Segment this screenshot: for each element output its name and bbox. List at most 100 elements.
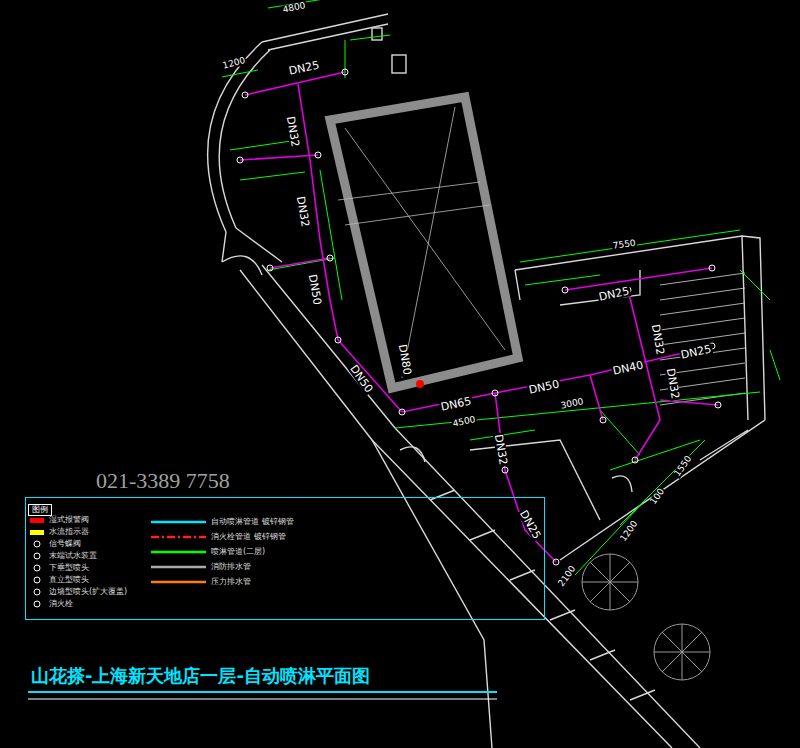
legend-row: 末端试水装置 (30, 552, 97, 560)
pipe-size-label: DN25 (287, 59, 321, 77)
sprinkler-head (315, 152, 321, 158)
legend-text: 直立型喷头 (49, 576, 89, 584)
legend-line-sample (151, 579, 206, 585)
legend-symbol (34, 577, 40, 583)
pipe-size-label: DN32 (295, 195, 312, 229)
sprinkler-head (342, 69, 348, 75)
legend-swatch (30, 530, 44, 535)
legend-text: 自动喷淋管道 镀锌钢管 (211, 518, 294, 526)
legend-symbol (30, 564, 44, 572)
pipe-size-label: DN50 (307, 273, 324, 307)
pipe-size-label: DN50 (527, 378, 561, 396)
legend-row: 湿式报警阀 (30, 516, 89, 524)
dimension-label: 4500 (451, 415, 477, 429)
sprinkler-head (553, 559, 559, 565)
pipe-size-label: DN25 (679, 343, 713, 361)
legend-text: 湿式报警阀 (49, 516, 89, 524)
legend-heading: 图例 (28, 504, 52, 516)
legend-symbol (34, 553, 40, 559)
legend-symbol (34, 589, 40, 595)
legend-line-sample (151, 519, 206, 525)
legend-row: 信号蝶阀 (30, 540, 81, 548)
legend-line-sample (151, 521, 206, 524)
pipe-size-label: DN50 (347, 362, 375, 395)
legend-line-sample (151, 566, 206, 569)
legend-symbol (34, 565, 40, 571)
legend-symbol (30, 600, 44, 608)
legend-text: 边墙型喷头(扩大覆盖) (49, 588, 127, 596)
pipe-size-label: DN25 (597, 285, 631, 303)
pipe-size-label: DN80 (397, 343, 414, 377)
sprinkler-head (237, 157, 243, 163)
legend-row: 直立型喷头 (30, 576, 89, 584)
stair-treads (660, 273, 745, 405)
legend-symbol (30, 588, 44, 596)
tree-symbol (654, 624, 710, 680)
sprinkler-head (715, 402, 721, 408)
legend-text: 压力排水管 (211, 578, 251, 586)
legend-symbol (34, 601, 40, 607)
legend-row: 边墙型喷头(扩大覆盖) (30, 588, 127, 596)
dimension-label: 2100 (556, 564, 578, 590)
sprinkler-head (562, 287, 568, 293)
sprinkler-head (399, 409, 405, 415)
dimension-label: 1200 (221, 56, 247, 71)
legend-symbol (30, 576, 44, 584)
legend-row: 水流指示器 (30, 528, 89, 536)
pipe-size-label: DN40 (611, 359, 645, 377)
legend-text: 消火栓管道 镀锌钢管 (211, 533, 286, 541)
pipe-size-label: DN32 (493, 433, 510, 467)
pipe-size-label: DN32 (285, 115, 302, 149)
legend-line-sample (151, 581, 206, 584)
legend-symbol (30, 552, 44, 560)
sprinkler-head (632, 457, 638, 463)
dimension-label: 100 (648, 486, 666, 507)
sprinkler-head (335, 337, 341, 343)
legend-line-sample (151, 534, 206, 540)
core-cross (338, 107, 505, 378)
inner-wall (400, 270, 640, 520)
pipe-size-label: DN32 (650, 323, 667, 357)
sprinkler-head (242, 92, 248, 98)
sprinkler-head (600, 417, 606, 423)
dimension-lines (222, 0, 780, 575)
legend-row: 消火栓 (30, 600, 73, 608)
legend-text: 消防排水管 (211, 563, 251, 571)
legend-line-sample (151, 536, 206, 539)
sprinkler-head (492, 390, 498, 396)
legend-text: 水流指示器 (49, 528, 89, 536)
legend-text: 末端试水装置 (49, 552, 97, 560)
legend-line-sample (151, 564, 206, 570)
legend-symbol (34, 541, 40, 547)
outer-wall (208, 14, 388, 232)
legend-swatch (30, 518, 44, 523)
legend-row: 消防排水管 (151, 563, 251, 571)
legend-row: 自动喷淋管道 镀锌钢管 (151, 518, 294, 526)
legend-row: 压力排水管 (151, 578, 251, 586)
dimension-label: 7550 (611, 239, 637, 251)
dimension-label: 4800 (281, 1, 307, 15)
legend-line-sample (151, 549, 206, 555)
sprinkler-head (327, 255, 333, 261)
pipe-size-label: DN65 (439, 395, 473, 413)
legend-text: 消火栓 (49, 600, 73, 608)
legend-panel: 图例湿式报警阀水流指示器信号蝶阀末端试水装置下垂型喷头直立型喷头边墙型喷头(扩大… (25, 497, 545, 620)
legend-row: 下垂型喷头 (30, 564, 89, 572)
pipe-size-label: DN25 (517, 508, 543, 542)
legend-line-sample (151, 551, 206, 554)
legend-text: 喷淋管道(二层) (211, 548, 265, 556)
legend-text: 信号蝶阀 (49, 540, 81, 548)
sprinkler-head (267, 265, 273, 271)
dimension-label: 1200 (618, 519, 640, 545)
tree-symbol (582, 554, 638, 610)
legend-symbol (30, 540, 44, 548)
dimension-label: 3000 (559, 397, 585, 411)
tree-symbol (654, 624, 710, 680)
title-underline (28, 691, 497, 693)
legend-row: 喷淋管道(二层) (151, 548, 265, 556)
column (372, 28, 382, 40)
watermark-label: 021-3389 7758 (95, 470, 231, 492)
legend-row: 消火栓管道 镀锌钢管 (151, 533, 286, 541)
column (392, 55, 406, 73)
